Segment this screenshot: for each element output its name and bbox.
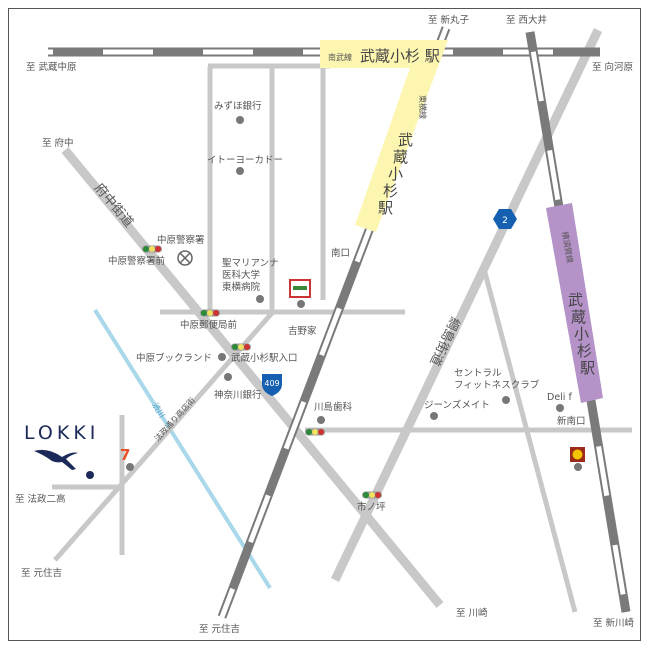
- jeansmate-label: ジーンズメイト: [424, 399, 490, 411]
- musashikosugi-station-yokosuka: [546, 203, 603, 403]
- kanagawa-bank-label: 神奈川銀行: [214, 389, 262, 401]
- direction-nishi-oi: 至 西大井: [506, 14, 547, 26]
- new-south-exit-label: 新南口: [557, 415, 586, 427]
- route-409-shield: 409: [262, 374, 282, 396]
- svg-text:409: 409: [264, 379, 279, 388]
- direction-kawasaki: 至 川崎: [456, 607, 488, 619]
- svg-text:武: 武: [398, 131, 413, 149]
- route-2-shield: 2: [493, 209, 517, 229]
- south-exit-label: 南口: [331, 247, 350, 259]
- svg-text:杉: 杉: [577, 342, 592, 360]
- direction-musashi-nakahara: 至 武蔵中原: [26, 61, 77, 73]
- yoshinoya-label: 吉野家: [288, 325, 317, 337]
- marianna-label-2: 医科大学: [222, 269, 260, 281]
- direction-fuchu: 至 府中: [42, 137, 74, 149]
- svg-text:駅: 駅: [378, 199, 393, 217]
- svg-text:小: 小: [388, 165, 403, 183]
- toyoko-station-label: 武 蔵 小 杉 駅: [378, 131, 413, 217]
- post-office-label: 中原郵便局前: [180, 319, 237, 331]
- lokki-logo: LOKKI: [24, 422, 99, 479]
- svg-text:駅: 駅: [580, 359, 595, 377]
- landmark-dots: [126, 116, 582, 471]
- direction-hosei-niko: 至 法政二高: [15, 493, 66, 505]
- minor-roads: [52, 63, 632, 613]
- marianna-label-3: 東横病院: [222, 281, 261, 293]
- svg-text:武: 武: [568, 291, 583, 309]
- deli-f-label: Deli f: [547, 392, 572, 403]
- toyoko-line-label: 東横線: [418, 95, 428, 119]
- svg-text:小: 小: [574, 325, 589, 343]
- nambu-line-label: 南武線: [328, 52, 352, 62]
- fuchu-kaido-road: [61, 147, 444, 608]
- d-store-icon: [570, 447, 585, 462]
- marianna-label-1: 聖マリアンナ: [222, 258, 279, 269]
- nambu-station-label: 武蔵小杉 駅: [360, 47, 440, 65]
- yoshinoya-logo-icon: [289, 279, 311, 298]
- svg-text:2: 2: [502, 216, 508, 226]
- police-front-label: 中原警察署前: [108, 255, 165, 267]
- seven-eleven-icon: 7: [120, 446, 130, 464]
- traffic-lights: [142, 245, 382, 499]
- tsunashima-kaido-road: [330, 28, 603, 582]
- seagull-icon: [34, 449, 78, 470]
- itoyokado-label: イトーヨーカドー: [207, 155, 283, 166]
- police-icon: [177, 250, 193, 266]
- shibukawa-river: [93, 308, 272, 590]
- direction-shin-kawasaki: 至 新川崎: [593, 617, 635, 629]
- direction-mukaigawara: 至 向河原: [592, 61, 633, 73]
- ichinotsubo-label: 市ノ坪: [357, 501, 386, 513]
- station-entrance-label: 武蔵小杉駅入口: [231, 352, 298, 364]
- svg-text:蔵: 蔵: [571, 308, 586, 326]
- direction-motosumiyoshi-left: 至 元住吉: [21, 567, 62, 579]
- svg-text:7: 7: [120, 446, 130, 464]
- svg-text:LOKKI: LOKKI: [24, 422, 99, 444]
- police-station-label: 中原警察署: [157, 234, 205, 246]
- bookland-label: 中原ブックランド: [136, 352, 212, 364]
- musashikosugi-station-nambu-toyoko: [320, 40, 448, 232]
- direction-shin-maruko: 至 新丸子: [428, 14, 470, 26]
- mizuho-bank-label: みずほ銀行: [214, 100, 262, 112]
- kawashima-dental-label: 川島歯科: [314, 401, 353, 413]
- direction-motosumiyoshi: 至 元住吉: [199, 623, 240, 635]
- central-fitness-label-2: フィットネスクラブ: [454, 379, 540, 391]
- yokosuka-station-label: 武 蔵 小 杉 駅: [568, 291, 595, 377]
- svg-text:杉: 杉: [383, 182, 398, 200]
- svg-text:蔵: 蔵: [393, 148, 408, 166]
- central-fitness-label-1: セントラル: [454, 368, 502, 379]
